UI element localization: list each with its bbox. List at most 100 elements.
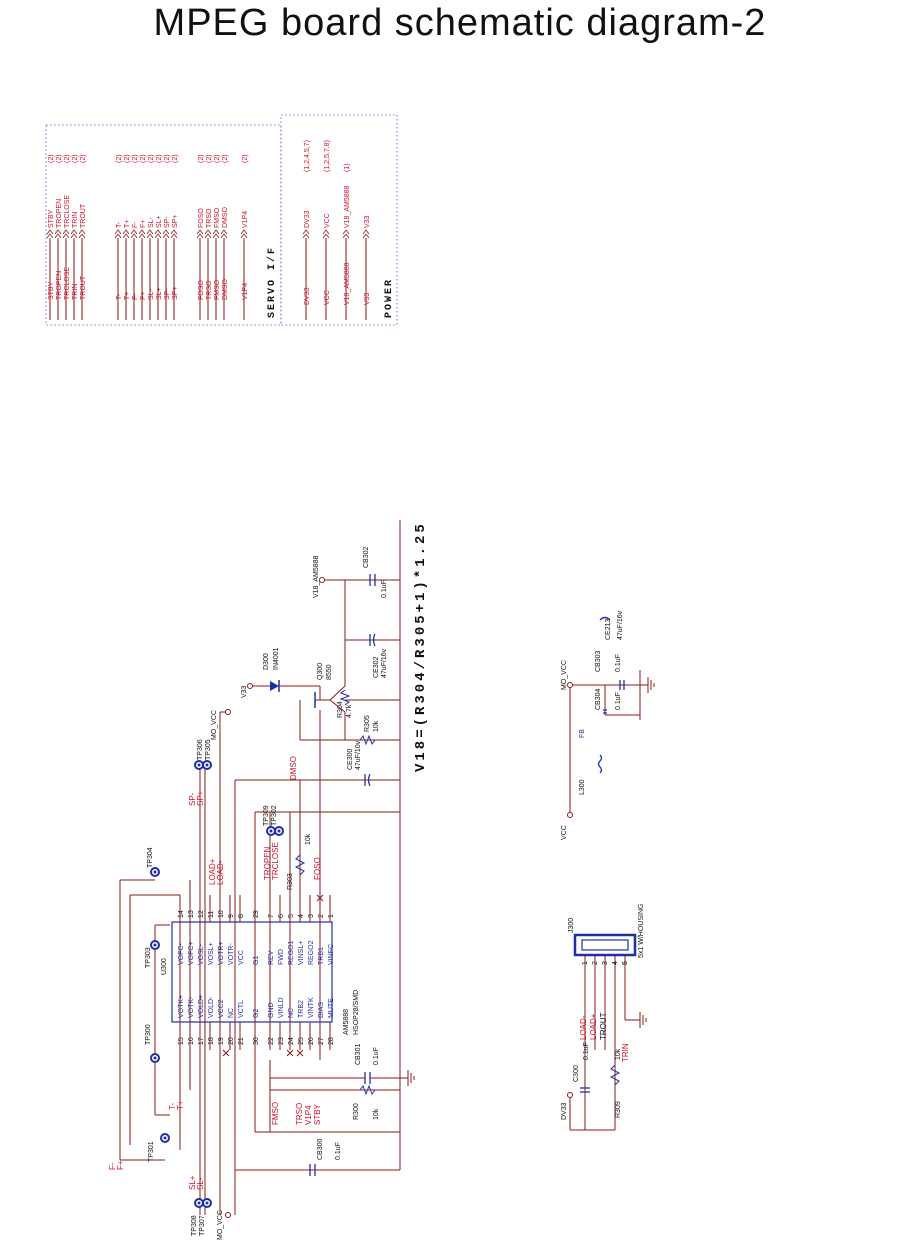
ground-symbol (400, 1070, 415, 1086)
u300-pin-name-17: VOLD+ (198, 995, 205, 1018)
diode-d300: D300 IN4001 (263, 647, 280, 692)
servo-net-6: T+ (124, 292, 131, 300)
servo-port-16: DMSO (222, 206, 229, 228)
net-sp-plus: SP+ (196, 790, 205, 806)
servo-page-14: (2) (206, 154, 213, 163)
u300-pin-name-14: VOFC- (178, 943, 185, 965)
power-title: POWER (384, 278, 395, 318)
resistor-r305: R305 10k (359, 715, 380, 746)
r300-ref: R300 (353, 1103, 360, 1120)
servo-page-12: (2) (172, 154, 179, 163)
servo-page-10: (2) (156, 154, 163, 163)
u300-ref: U300 (161, 958, 168, 975)
u300-pin-name-27: BIAS (318, 1002, 325, 1018)
c300-ref: C300 (573, 1065, 580, 1082)
u300-pin-name-23: VINLD (278, 997, 285, 1018)
l300-ref: L300 (579, 779, 586, 795)
j300-load-plus: LOAD+ (589, 1013, 598, 1040)
cb303-ref: CB303 (595, 650, 602, 672)
d300-value: IN4001 (273, 647, 280, 670)
servo-net-4: TROUT (80, 275, 87, 300)
net-load-plus: LOAD+ (208, 858, 217, 885)
servo-net-17: V1P4 (242, 283, 249, 300)
ic-u300: U300 AM5888 HSOP28/SMD 15VOTK+16VOTK-17V… (161, 895, 360, 1050)
r309-value: 10k (615, 1048, 622, 1060)
r305-value: 10k (373, 720, 380, 732)
power-page-2: (1) (344, 163, 351, 172)
power-net-2: V18_AM5888 (344, 262, 351, 305)
net-fmso: FMSO (271, 1102, 280, 1125)
servo-page-15: (2) (214, 154, 221, 163)
fb-label: FB (579, 729, 586, 738)
servo-port-10: SL+ (156, 215, 163, 228)
j300-pin-3: 3 (602, 961, 609, 965)
u300-pin-name-20: NC (228, 1008, 235, 1018)
dv33-j-label: DV33 (561, 1102, 568, 1120)
tp307-label: TP307 (199, 1215, 206, 1236)
u300-pin-4: 4 (298, 914, 305, 918)
servo-port-11: SP- (164, 216, 171, 228)
u300-pin-name-3: REGO2 (308, 940, 315, 965)
servo-page-0: (2) (48, 154, 55, 163)
ce302-value: 47uF/16v (381, 648, 388, 678)
u300-pin-16: 16 (188, 1037, 195, 1045)
j300-ref: J300 (568, 918, 575, 933)
u300-pin-name-9: VOTR- (228, 943, 235, 965)
servo-port-1: TROPEN (56, 199, 63, 228)
j300-load-minus: LOAD- (579, 1015, 588, 1040)
j300-pin-2: 2 (592, 961, 599, 965)
servo-port-0: STBY (48, 209, 55, 228)
r304-ref: R304 (337, 701, 344, 718)
servo-page-6: (2) (124, 154, 131, 163)
v33-label: V33 (241, 685, 248, 698)
servo-page-9: (2) (148, 154, 155, 163)
r303-value: 10k (305, 833, 312, 845)
servo-port-13: FOSO (198, 208, 205, 228)
u300-pin-name-2: TRB1 (318, 947, 325, 965)
u300-pin-6: 6 (278, 914, 285, 918)
ce300-value: 47uF/10v (355, 740, 362, 770)
servo-interface-block: STBYSTBY(2)TROPENTROPEN(2)TRCLOSETRCLOSE… (45, 114, 398, 326)
ce213-value: 47uF/16v (617, 610, 624, 640)
vcc-right-label: VCC (561, 825, 568, 840)
ce300-ref: CE300 (347, 748, 354, 770)
net-stby: STBY (313, 1103, 322, 1125)
power-port-1: VCC (324, 213, 331, 228)
power-port-2: V18_AM5888 (344, 185, 351, 228)
u300-pin-13: 13 (188, 910, 195, 918)
u300-pin-12: 12 (198, 910, 205, 918)
u300-pin-name-13: VOFC+ (188, 941, 195, 965)
u300-pin-20: 20 (228, 1037, 235, 1045)
servo-net-3: TRIN (72, 284, 79, 300)
servo-page-7: (2) (132, 154, 139, 163)
servo-net-8: F+ (140, 292, 147, 300)
servo-net-14: TRSO (206, 280, 213, 300)
u300-pin-10: 10 (218, 910, 225, 918)
u300-pin-22: 22 (268, 1037, 275, 1045)
servo-port-6: T+ (124, 220, 131, 228)
net-f-plus: F+ (116, 1160, 125, 1170)
resistor-r304: R304 4.7k (337, 689, 353, 718)
servo-net-15: FMSO (214, 279, 221, 300)
cb303-value: 0.1uF (615, 654, 622, 672)
servo-port-8: F+ (140, 220, 147, 228)
component-labels: V33 V18_AM5888 MO_VCC MO_VCC (211, 555, 325, 1240)
transistor-q300: Q300 8550 (314, 663, 333, 708)
u300-pin-27: 27 (318, 1037, 325, 1045)
servo-page-2: (2) (64, 154, 71, 163)
u300-pin-30: 30 (253, 1037, 260, 1045)
r309-ref: R309 (615, 1101, 622, 1118)
servo-page-11: (2) (164, 154, 171, 163)
cb301-value: 0.1uF (373, 1047, 380, 1065)
servo-net-16: DMSO (222, 278, 229, 300)
tp309-label: TP309 (263, 805, 270, 826)
u300-pin-25: 25 (298, 1037, 305, 1045)
q300-ref: Q300 (317, 663, 324, 680)
u300-pin-name-1: VINFC (328, 944, 335, 965)
u300-pin-name-15: VOTK+ (178, 995, 185, 1018)
mo-vcc-top-label: MO_VCC (211, 710, 218, 740)
servo-port-5: T- (116, 221, 123, 228)
u300-pin-name-29: G1 (253, 956, 260, 965)
servo-port-14: TRSO (206, 208, 213, 228)
